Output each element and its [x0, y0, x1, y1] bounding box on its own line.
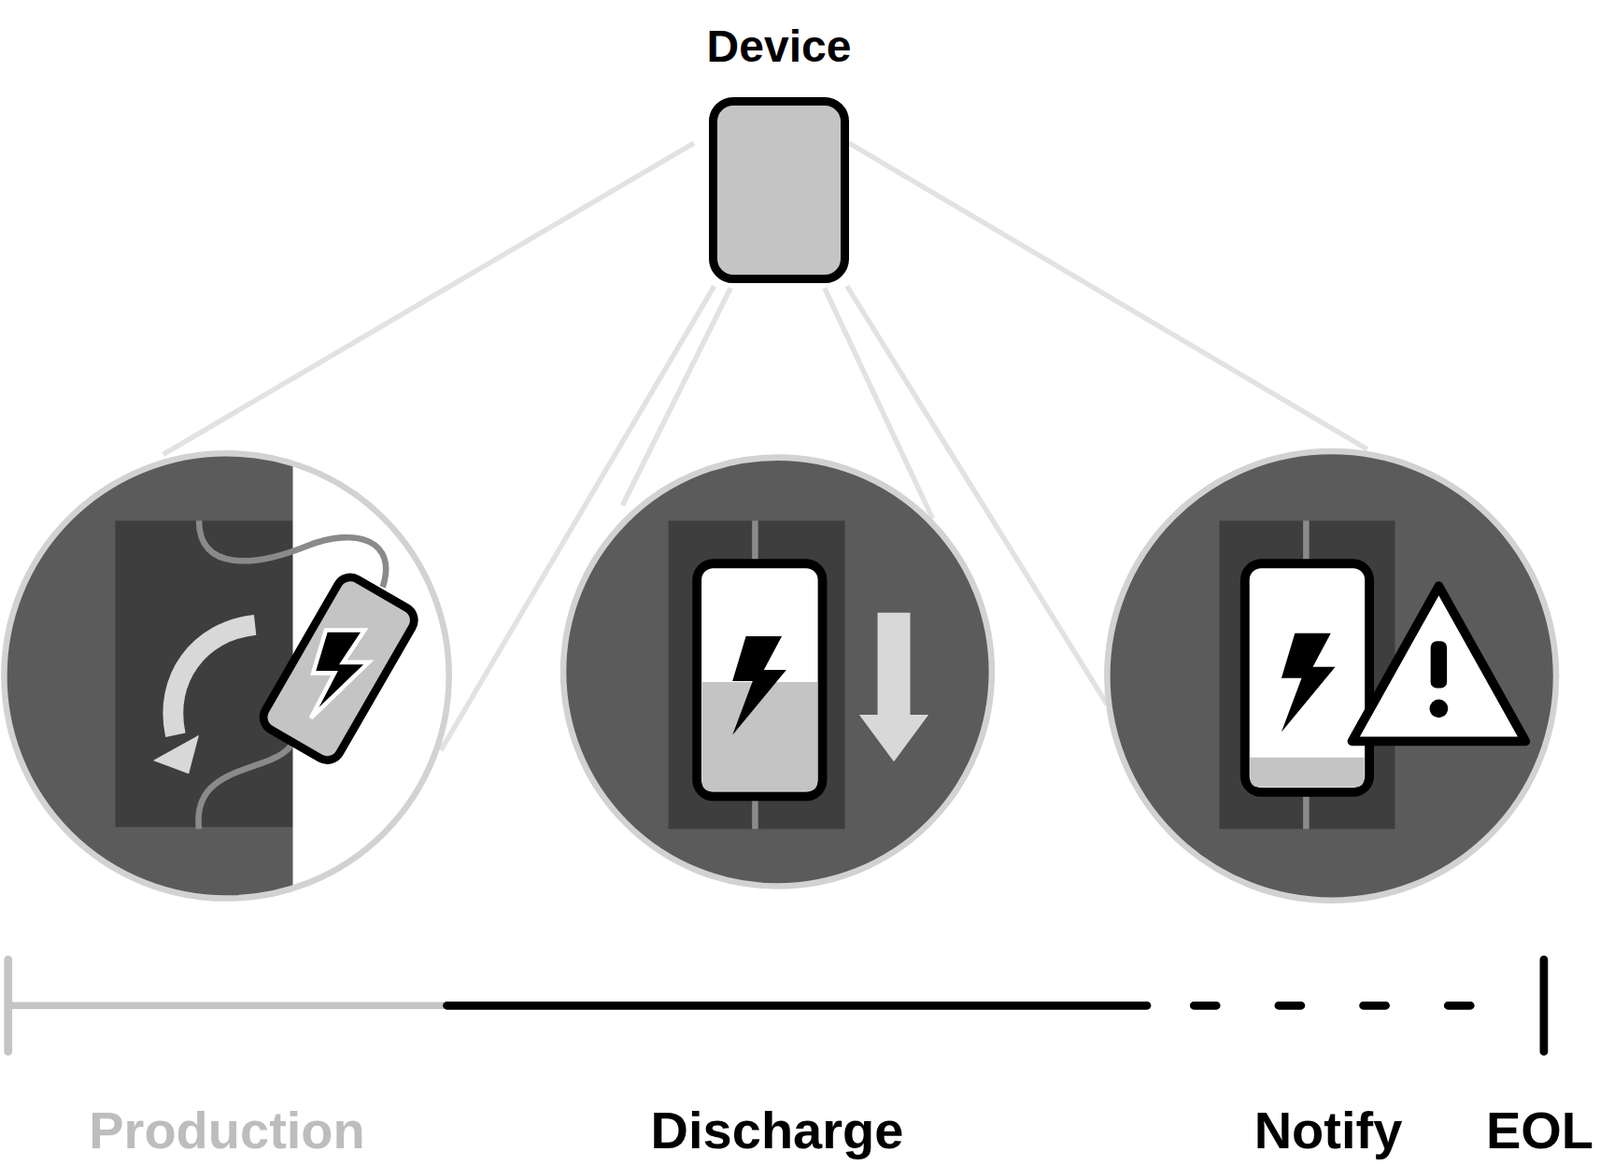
production-circle [3, 438, 497, 919]
device-box: Device [708, 97, 850, 284]
notify-circle [1106, 451, 1557, 901]
device-title: Device [707, 24, 852, 70]
discharge-circle [563, 457, 992, 887]
timeline [8, 959, 1544, 1051]
timeline-label: Notify [1254, 1104, 1403, 1157]
timeline-label: Production [88, 1104, 366, 1157]
timeline-label: EOL [1486, 1104, 1594, 1157]
timeline-label: Discharge [651, 1104, 905, 1157]
